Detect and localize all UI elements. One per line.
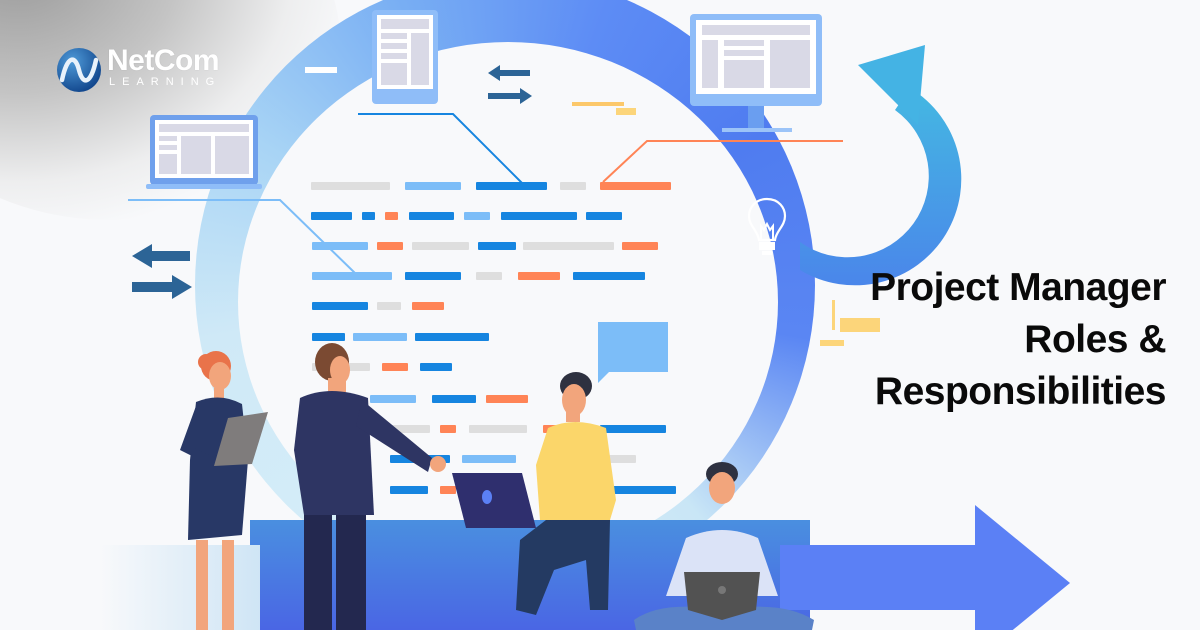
man-cross-legged-with-laptop (634, 462, 814, 630)
connector-line (358, 113, 526, 187)
netcom-logo[interactable]: NetCom LEARNING (55, 44, 220, 99)
connector-line (602, 140, 843, 183)
swap-arrows-icon (488, 65, 532, 104)
chat-bubble-icon (598, 322, 668, 372)
brand-tagline: LEARNING (109, 76, 222, 88)
man-sitting-with-laptop (452, 372, 616, 615)
woman-with-tablet (180, 351, 268, 630)
monitor-icon (690, 14, 822, 106)
man-pointing (294, 343, 446, 630)
tablet-icon (372, 10, 438, 104)
netcom-globe-icon (57, 48, 101, 92)
brand-name: NetCom (107, 44, 220, 77)
connector-line (128, 199, 358, 276)
laptop-icon (150, 115, 258, 185)
title-line-1: Project Manager (870, 266, 1166, 309)
title-line-2: Roles & (1024, 318, 1166, 361)
cycle-arrow-icon (800, 45, 962, 286)
title-line-3: Responsibilities (874, 370, 1167, 413)
forward-arrow-icon (780, 545, 980, 610)
page-title: Project Manager Roles & Responsibilities (870, 262, 1166, 418)
swap-arrows-icon (132, 244, 192, 299)
lightbulb-icon (747, 197, 787, 255)
